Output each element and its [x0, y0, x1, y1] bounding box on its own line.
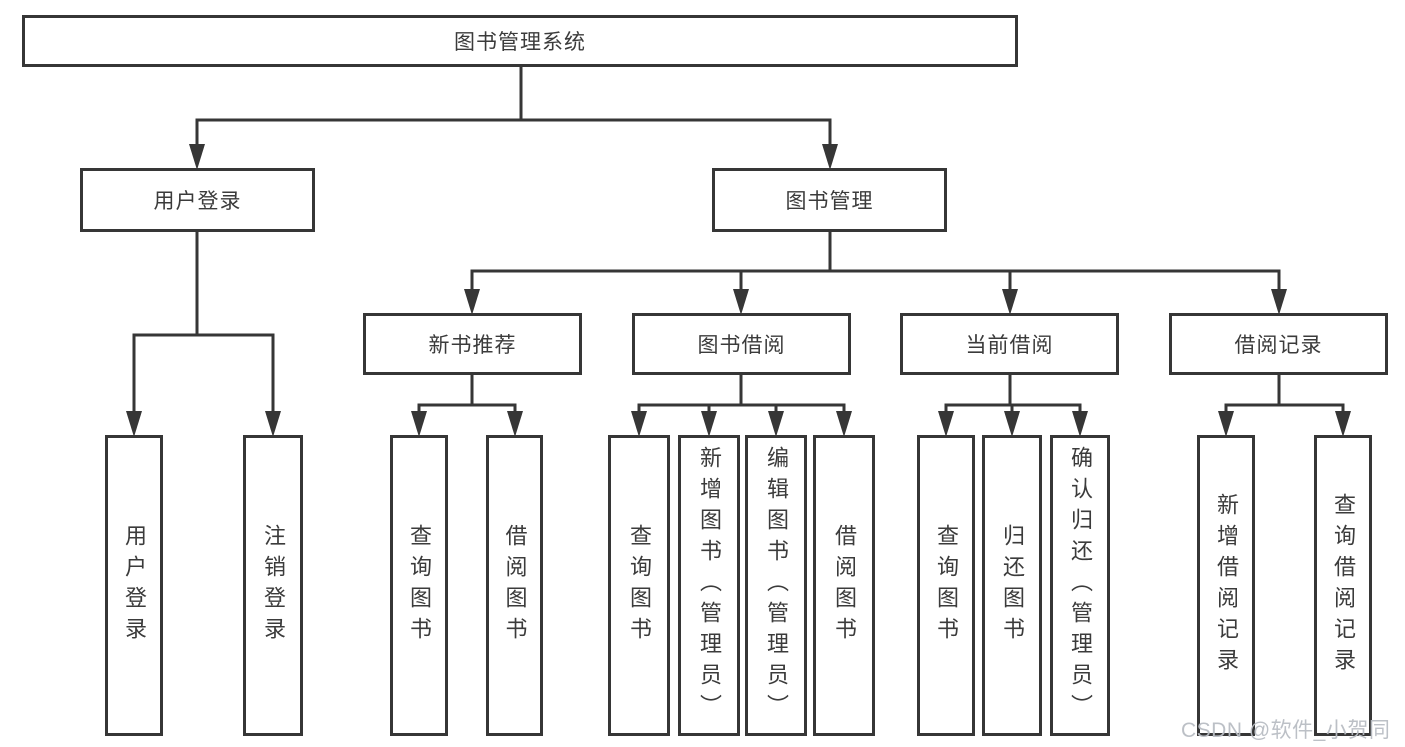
arrowhead [507, 411, 523, 437]
arrowhead [1004, 411, 1020, 437]
node-label: 图书借阅 [697, 334, 786, 357]
csdn-watermark: CSDN @软件_小贺同学 [1181, 719, 1391, 742]
connector-recommend-to-leaves [411, 375, 523, 437]
arrowhead [189, 144, 205, 170]
arrowhead [631, 411, 647, 437]
leaf-logout: 注销登录 [243, 435, 303, 736]
node-label: 图书管理系统 [454, 31, 586, 54]
arrowhead [701, 411, 717, 437]
connector-records-to-leaves [1218, 375, 1351, 437]
node-current-borrow: 当前借阅 [900, 313, 1119, 375]
leaf-recommend-query-books: 查询图书 [390, 435, 448, 736]
node-label: 查询借阅记录 [1331, 492, 1356, 679]
leaf-borrow-add-books-admin: 新增图书（管理员） [678, 435, 740, 736]
node-label: 新增借阅记录 [1214, 492, 1239, 679]
leaf-current-return-books: 归还图书 [982, 435, 1042, 736]
node-label: 当前借阅 [965, 334, 1054, 357]
arrowhead [1218, 411, 1234, 437]
arrowhead [464, 289, 480, 315]
connector-current-to-leaves [938, 375, 1088, 437]
node-borrow-records: 借阅记录 [1169, 313, 1388, 375]
node-user-login-branch: 用户登录 [80, 168, 315, 232]
node-label: 借阅记录 [1234, 334, 1323, 357]
arrowhead [733, 289, 749, 315]
leaf-borrow-edit-books-admin: 编辑图书（管理员） [745, 435, 807, 736]
node-label: 新增图书（管理员） [697, 446, 722, 725]
arrowhead [768, 411, 784, 437]
node-label: 归还图书 [1000, 523, 1025, 648]
connector-management-to-sections [464, 232, 1287, 315]
leaf-records-query-record: 查询借阅记录 [1314, 435, 1372, 736]
node-label: 注销登录 [261, 523, 286, 648]
node-label: 查询图书 [407, 523, 432, 648]
node-library-system: 图书管理系统 [22, 15, 1018, 67]
node-label: 编辑图书（管理员） [764, 446, 789, 725]
arrowhead [265, 411, 281, 437]
node-book-borrow: 图书借阅 [632, 313, 851, 375]
leaf-records-add-record: 新增借阅记录 [1197, 435, 1255, 736]
node-label: 新书推荐 [428, 334, 517, 357]
arrowhead [822, 144, 838, 170]
node-label: 查询图书 [934, 523, 959, 648]
node-label: 借阅图书 [502, 523, 528, 648]
node-new-book-recommend: 新书推荐 [363, 313, 582, 375]
node-label: 用户登录 [153, 190, 242, 213]
node-book-management-branch: 图书管理 [712, 168, 947, 232]
node-label: 确认归还（管理员） [1068, 446, 1093, 725]
leaf-current-query-books: 查询图书 [917, 435, 975, 736]
connector-root-to-level2 [189, 67, 838, 170]
connector-login-to-leaves [126, 232, 281, 437]
leaf-current-confirm-return-admin: 确认归还（管理员） [1050, 435, 1110, 736]
leaf-recommend-borrow-books: 借阅图书 [486, 435, 543, 736]
node-label: 用户登录 [122, 523, 147, 648]
arrowhead [1072, 411, 1088, 437]
connector-borrow-to-leaves [631, 375, 852, 437]
arrowhead [836, 411, 852, 437]
node-label: 图书管理 [785, 190, 874, 213]
arrowhead [1335, 411, 1351, 437]
leaf-borrow-borrow-books: 借阅图书 [813, 435, 875, 736]
node-label: 查询图书 [627, 523, 652, 648]
arrowhead [1002, 289, 1018, 315]
leaf-user-login: 用户登录 [105, 435, 163, 736]
leaf-borrow-query-books: 查询图书 [608, 435, 670, 736]
arrowhead [1271, 289, 1287, 315]
arrowhead [938, 411, 954, 437]
node-label: 借阅图书 [832, 523, 857, 648]
arrowhead [411, 411, 427, 437]
arrowhead [126, 411, 142, 437]
